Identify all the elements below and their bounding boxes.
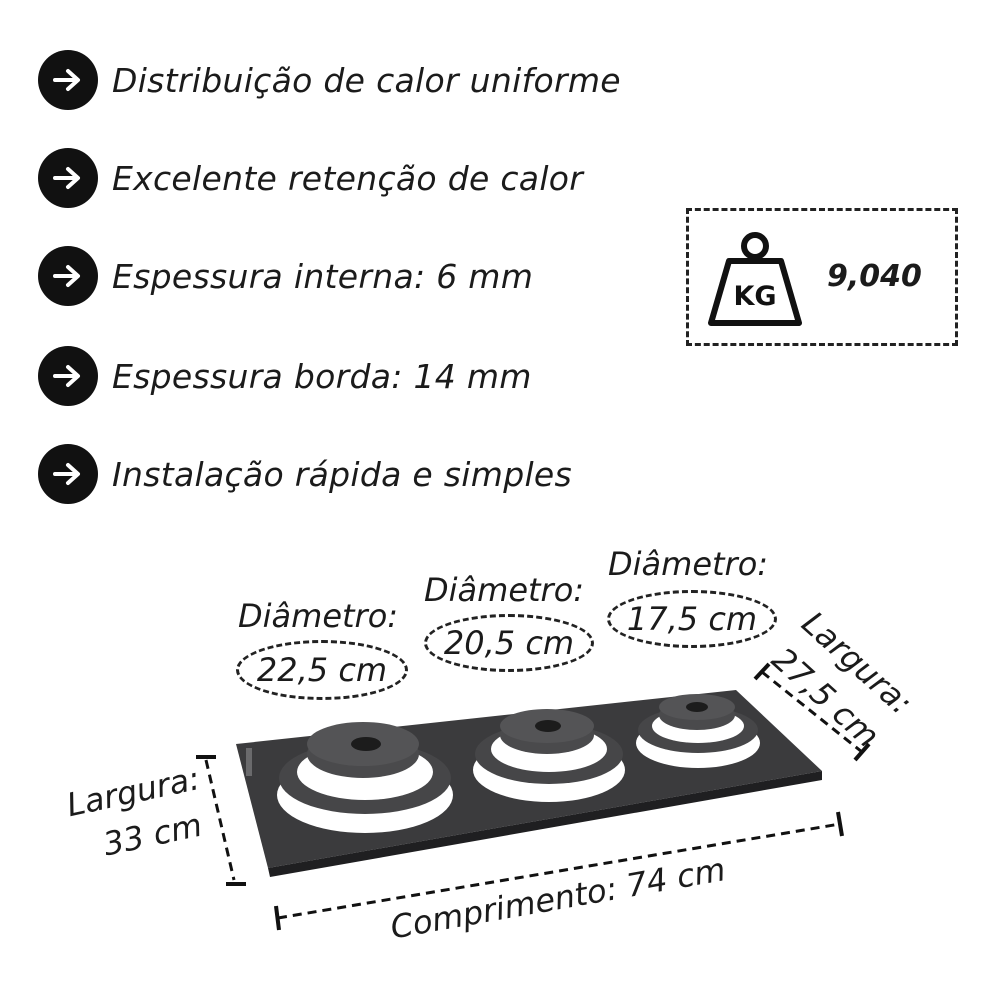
feature-text: Espessura interna: 6 mm (112, 256, 534, 296)
weight-unit: KG (733, 281, 776, 312)
arrow-right-icon (38, 148, 98, 208)
feature-item: Distribuição de calor uniforme (38, 50, 621, 110)
feature-item: Excelente retenção de calor (38, 148, 583, 208)
diameter-value: 20,5 cm (443, 624, 575, 662)
arrow-right-icon (38, 50, 98, 110)
burner-small (636, 694, 760, 768)
feature-item: Espessura borda: 14 mm (38, 346, 532, 406)
feature-item: Espessura interna: 6 mm (38, 246, 533, 306)
dimension-lines (196, 662, 871, 931)
diameter-value: 17,5 cm (626, 600, 758, 638)
burner-large (277, 722, 453, 833)
diameter-value-pill: 20,5 cm (424, 614, 594, 672)
diameter-value: 22,5 cm (256, 651, 388, 689)
arrow-right-icon (38, 444, 98, 504)
brand-mark (246, 748, 252, 776)
feature-text: Excelente retenção de calor (112, 158, 584, 198)
diameter-label: Diâmetro: (238, 597, 399, 635)
feature-text: Espessura borda: 14 mm (112, 356, 532, 396)
weight-value: 9,040 (827, 259, 922, 294)
diameter-value-pill: 17,5 cm (607, 590, 777, 648)
arrow-right-icon (38, 246, 98, 306)
weight-box: KG 9,040 (686, 208, 958, 346)
plate-edge (268, 771, 822, 877)
feature-item: Instalação rápida e simples (38, 444, 572, 504)
arrow-right-icon (38, 346, 98, 406)
diameter-label: Diâmetro: (608, 545, 769, 583)
diameter-value-pill: 22,5 cm (236, 640, 408, 700)
burner-medium (473, 709, 625, 802)
feature-text: Instalação rápida e simples (112, 454, 573, 494)
feature-text: Distribuição de calor uniforme (112, 60, 621, 100)
weight-icon: KG (708, 232, 802, 326)
diameter-label: Diâmetro: (424, 571, 585, 609)
